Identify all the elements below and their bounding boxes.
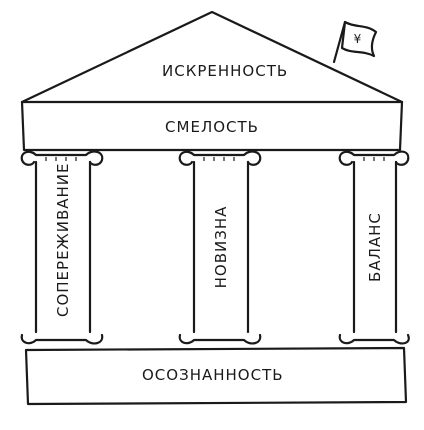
beam-label: СМЕЛОСТЬ <box>165 118 259 136</box>
beam-block <box>20 100 404 152</box>
pillar-label-balance: БАЛАНС <box>366 212 384 282</box>
column-right <box>338 150 410 345</box>
pillar-label-novelty: НОВИЗНА <box>212 205 230 289</box>
flag-cloth <box>340 20 378 58</box>
base-label: ОСОЗНАННОСТЬ <box>142 366 284 384</box>
base-block <box>24 346 408 406</box>
roof-pediment <box>20 10 404 104</box>
flag-symbol: ¥ <box>353 32 363 46</box>
column-left <box>20 150 104 345</box>
column-middle <box>178 150 262 345</box>
roof-label: ИСКРЕННОСТЬ <box>162 62 289 80</box>
pillar-label-empathy: СОПЕРЕЖИВАНИЕ <box>54 162 72 317</box>
